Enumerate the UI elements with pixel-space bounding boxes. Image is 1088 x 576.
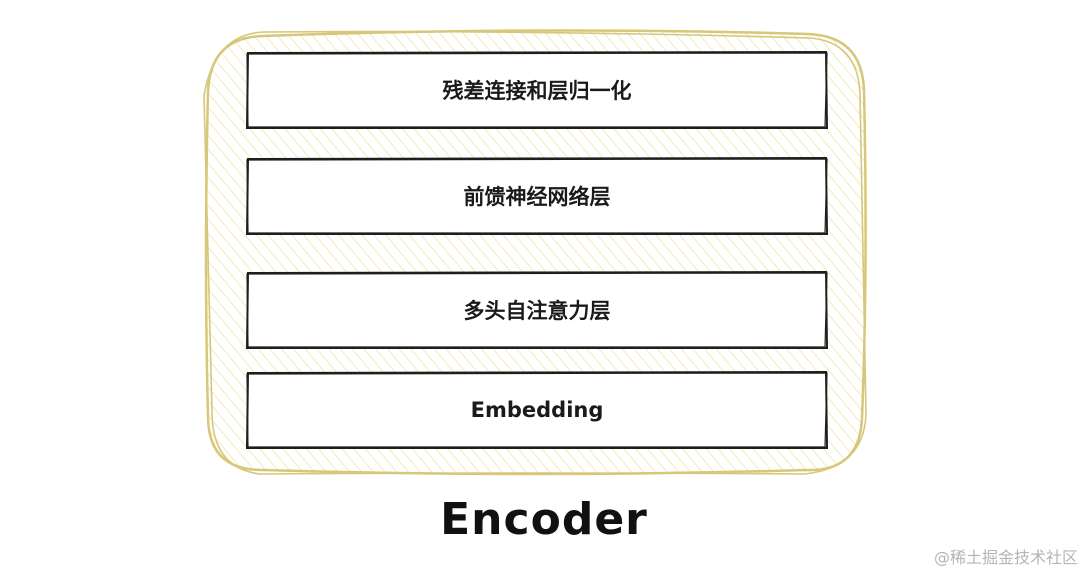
layer-embedding: Embedding bbox=[246, 371, 828, 449]
layer-box-outline bbox=[246, 371, 828, 449]
layer-label: 多头自注意力层 bbox=[463, 299, 611, 323]
layer-label: 残差连接和层归一化 bbox=[442, 79, 632, 103]
diagram-title: Encoder bbox=[440, 494, 648, 545]
layer-residual-layernorm: 残差连接和层归一化 bbox=[246, 51, 828, 129]
layer-box-outline bbox=[246, 157, 828, 235]
watermark-text: @稀土掘金技术社区 bbox=[933, 548, 1078, 567]
layer-multihead-attention: 多头自注意力层 bbox=[246, 271, 828, 349]
layer-box-outline bbox=[246, 271, 828, 349]
layer-label: Embedding bbox=[470, 398, 604, 422]
layer-box-outline bbox=[246, 51, 828, 129]
layer-label: 前馈神经网络层 bbox=[463, 185, 611, 209]
layer-feedforward: 前馈神经网络层 bbox=[246, 157, 828, 235]
